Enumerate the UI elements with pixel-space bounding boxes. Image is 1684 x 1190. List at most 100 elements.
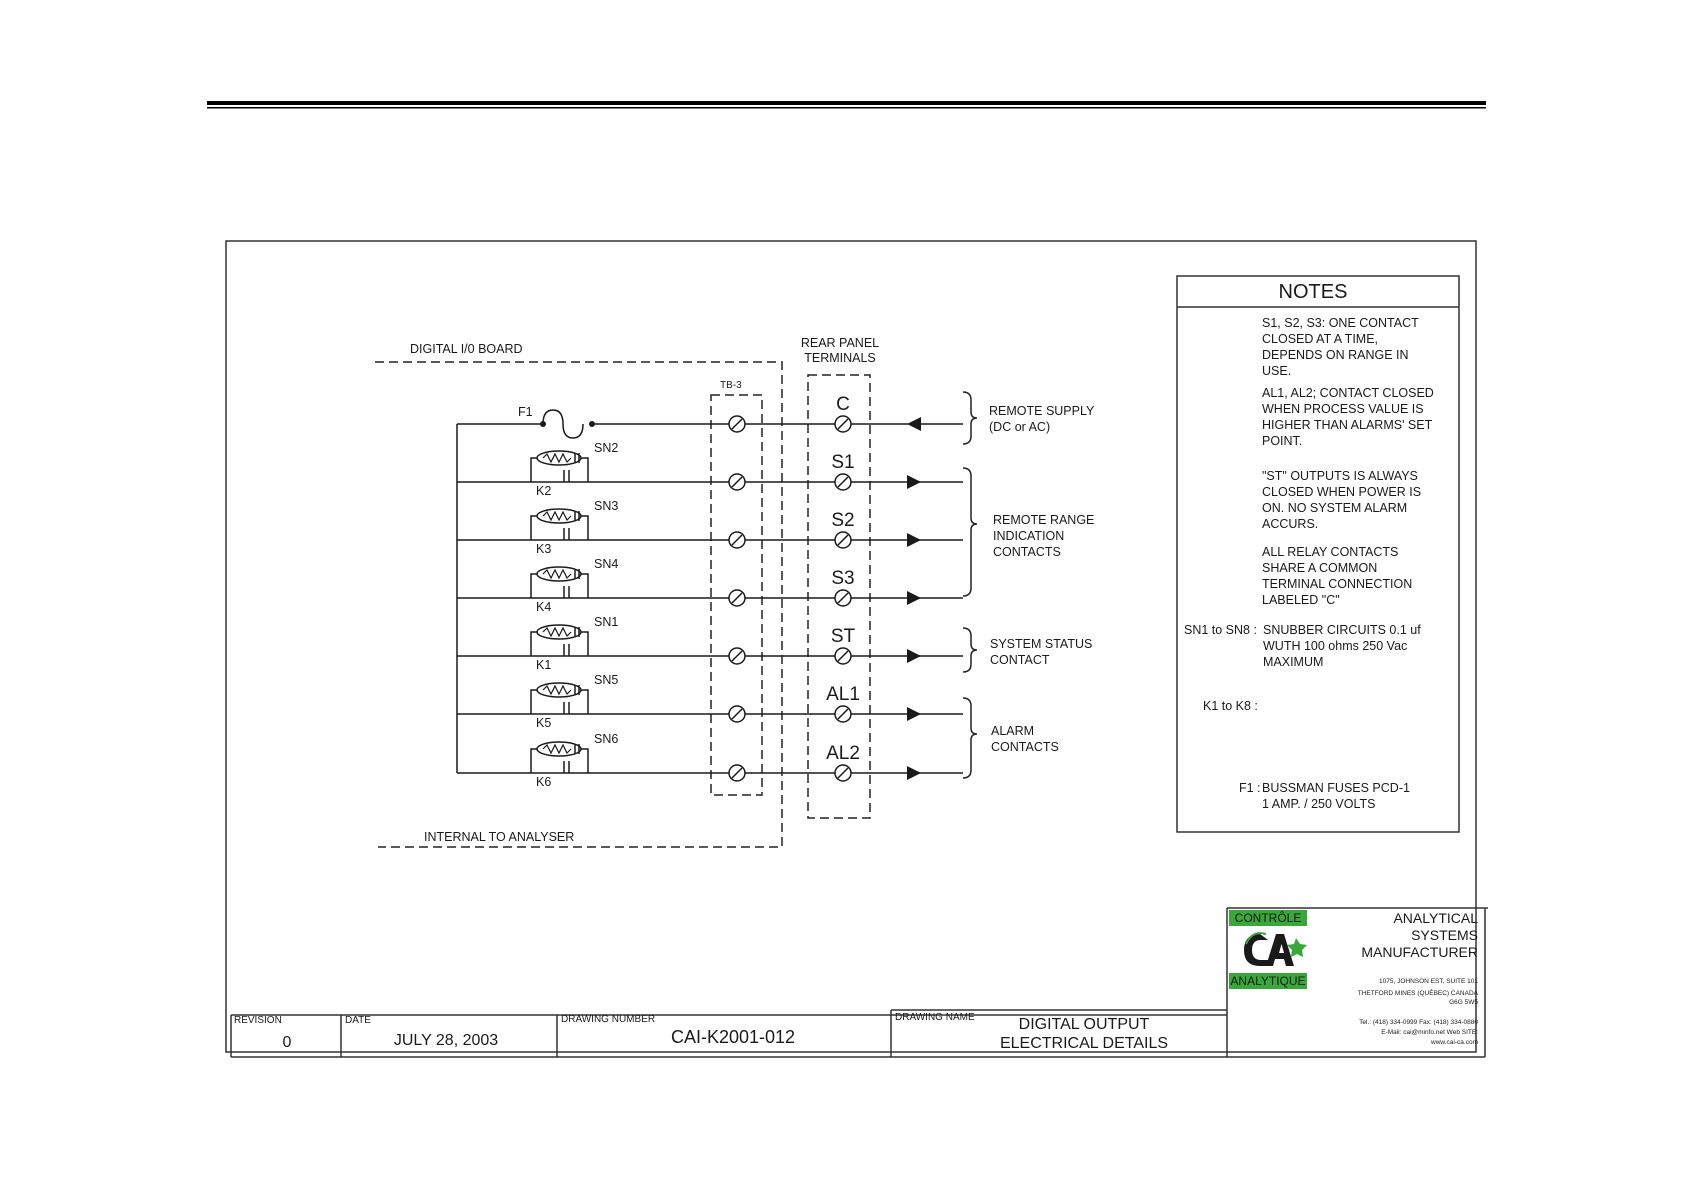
logo-top-text: CONTRÔLE: [1235, 910, 1302, 925]
snubber-body-s3: [536, 566, 582, 582]
arrow-c: [907, 417, 921, 431]
snubber-label-s3: SN4: [594, 557, 618, 571]
note-4-line-3: TERMINAL CONNECTION: [1262, 577, 1412, 591]
arrow-s2: [907, 533, 921, 547]
terminal-label-al1: AL1: [826, 684, 860, 705]
note-f-line-2: 1 AMP. / 250 VOLTS: [1262, 797, 1376, 811]
note-f-line-1: BUSSMAN FUSES PCD-1: [1262, 781, 1410, 795]
tb3-slot-al2: [731, 767, 743, 779]
note-sn-label: SN1 to SN8 :: [1184, 623, 1257, 637]
terminal-label-al2: AL2: [826, 743, 860, 764]
arrow-s1: [907, 475, 921, 489]
arrow-al1: [907, 707, 921, 721]
revision-value: 0: [283, 1034, 292, 1051]
note-k-label: K1 to K8 :: [1203, 699, 1258, 713]
rear-slot-st: [837, 650, 849, 662]
revision-label: REVISION: [234, 1015, 282, 1026]
drawing-border: [225, 240, 1477, 1053]
notes-body: S1, S2, S3: ONE CONTACT CLOSED AT A TIME…: [1184, 316, 1434, 811]
company-logo: CONTRÔLE ANALYTIQUE: [1229, 910, 1307, 989]
company-contact-3: www.cai-ca.com: [1430, 1039, 1478, 1046]
drawing-number-label: DRAWING NUMBER: [561, 1014, 655, 1025]
remote-supply-label-2: (DC or AC): [989, 420, 1050, 434]
tb3-slot-c: [731, 418, 743, 430]
rear-slot-al2: [837, 767, 849, 779]
date-label: DATE: [345, 1015, 371, 1026]
note-sn-line-2: WUTH 100 ohms 250 Vac: [1263, 639, 1407, 653]
note-4-line-4: LABELED "C": [1262, 593, 1340, 607]
snubber-label-al2: SN6: [594, 732, 618, 746]
note-2-line-3: HIGHER THAN ALARMS' SET: [1262, 418, 1433, 432]
snubber-resistor-al2: [542, 743, 572, 755]
snubber-resistor-s1: [542, 452, 572, 464]
header-rule-thick: [207, 101, 1486, 105]
rear-panel-label-2: TERMINALS: [804, 351, 876, 365]
note-sn-line-1: SNUBBER CIRCUITS 0.1 uf: [1263, 623, 1421, 637]
note-1-line-2: CLOSED AT A TIME,: [1262, 332, 1378, 346]
snubber-body-st: [536, 624, 582, 640]
relay-label-s1: K2: [536, 484, 551, 498]
snubber-body-s1: [536, 450, 582, 466]
brace-alarm: [962, 697, 978, 779]
arrow-s3: [907, 591, 921, 605]
notes-box: [1176, 275, 1460, 833]
rear-panel-label-1: REAR PANEL: [801, 336, 879, 350]
fuse-f1-symbol: [542, 409, 584, 439]
relay-label-al2: K6: [536, 775, 551, 789]
internal-label: INTERNAL TO ANALYSER: [424, 830, 574, 844]
logo-top-band: [1229, 910, 1307, 926]
tb3-slot-s2: [731, 534, 743, 546]
logo-bottom-band: [1229, 973, 1307, 989]
note-sn-line-3: MAXIMUM: [1263, 655, 1323, 669]
remote-range-label-1: REMOTE RANGE: [993, 513, 1094, 527]
brace-remote-supply: [962, 391, 978, 445]
brace-system-status: [962, 627, 978, 673]
arrow-al2: [907, 766, 921, 780]
snubber-resistor-s2: [542, 510, 572, 522]
relay-label-st: K1: [536, 658, 551, 672]
note-4-line-1: ALL RELAY CONTACTS: [1262, 545, 1398, 559]
digital-io-board-label: DIGITAL I/0 BOARD: [410, 342, 523, 356]
company-contact-2: E-Mail: cai@minfo.net Web SITE:: [1381, 1029, 1478, 1036]
company-contact-1: Tel.: (418) 334-0999 Fax: (418) 334-0880: [1359, 1019, 1478, 1026]
snubber-body-al1: [536, 682, 582, 698]
note-1-line-1: S1, S2, S3: ONE CONTACT: [1262, 316, 1419, 330]
arrow-st: [907, 649, 921, 663]
drawing-name-label: DRAWING NAME: [895, 1012, 975, 1023]
drawing-name-line-1: DIGITAL OUTPUT: [1019, 1016, 1150, 1033]
snubber-resistor-al1: [542, 684, 572, 696]
brace-remote-range: [962, 467, 978, 597]
relay-label-s3: K4: [536, 600, 551, 614]
rear-slot-s2: [837, 534, 849, 546]
notes-title: NOTES: [1279, 281, 1348, 303]
snubber-label-s1: SN2: [594, 441, 618, 455]
logo-mark: [1244, 932, 1307, 966]
note-3-line-1: "ST" OUTPUTS IS ALWAYS: [1262, 469, 1418, 483]
company-name-2: SYSTEMS: [1411, 927, 1478, 943]
company-name-1: ANALYTICAL: [1393, 910, 1478, 926]
drawing-number-value: CAI-K2001-012: [671, 1027, 795, 1047]
terminal-label-s3: S3: [831, 568, 854, 589]
system-status-label-2: CONTACT: [990, 653, 1050, 667]
rear-slot-c: [837, 418, 849, 430]
note-3-line-4: ACCURS.: [1262, 517, 1318, 531]
alarm-label-1: ALARM: [991, 724, 1034, 738]
snubber-resistor-st: [542, 626, 572, 638]
company-name-3: MANUFACTURER: [1361, 944, 1478, 960]
rear-slot-s1: [837, 476, 849, 488]
rear-slot-s3: [837, 592, 849, 604]
snubber-label-s2: SN3: [594, 499, 618, 513]
tb3-slot-s1: [731, 476, 743, 488]
relay-label-al1: K5: [536, 716, 551, 730]
title-block: [230, 907, 1488, 1058]
terminal-label-s1: S1: [831, 452, 854, 473]
snubber-body-al2: [536, 741, 582, 757]
fuse-f1-label: F1: [518, 405, 533, 419]
logo-bottom-text: ANALYTIQUE: [1230, 974, 1305, 988]
terminal-label-s2: S2: [831, 510, 854, 531]
note-2-line-4: POINT.: [1262, 434, 1302, 448]
remote-range-label-2: INDICATION: [993, 529, 1064, 543]
tb3-slot-st: [731, 650, 743, 662]
snubber-label-al1: SN5: [594, 673, 618, 687]
